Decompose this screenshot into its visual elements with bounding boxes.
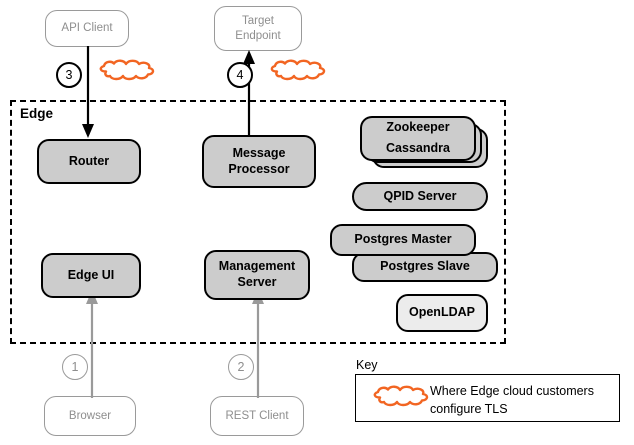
node-zookeeper[interactable]: Zookeeper — [360, 116, 476, 138]
arrow-rest-client-to-management-server — [252, 290, 264, 398]
flow-number-2-label: 2 — [237, 360, 245, 374]
legend-entry-line2: configure TLS — [430, 402, 508, 417]
flow-number-3: 3 — [56, 62, 82, 88]
node-browser-label: Browser — [68, 409, 112, 422]
node-message-processor-label-line2: Processor — [228, 161, 290, 176]
node-target-endpoint-label-line2: Endpoint — [235, 29, 281, 42]
edge-boundary-label: Edge — [20, 106, 54, 121]
flow-number-1: 1 — [62, 354, 88, 380]
key-title: Key — [356, 358, 378, 372]
node-rest-client-label: REST Client — [225, 409, 289, 422]
node-postgres-master[interactable]: Postgres Master — [330, 224, 476, 256]
node-message-processor-label-line1: Message — [232, 145, 286, 160]
node-management-server[interactable]: Management Server — [204, 250, 310, 300]
node-postgres-slave-label: Postgres Slave — [380, 259, 470, 274]
arrow-browser-to-edge-ui — [86, 290, 98, 398]
flow-number-2: 2 — [228, 354, 254, 380]
node-message-processor[interactable]: Message Processor — [202, 135, 316, 188]
node-openldap-label: OpenLDAP — [409, 305, 475, 320]
node-zookeeper-label: Zookeeper — [386, 120, 450, 135]
node-router[interactable]: Router — [37, 139, 141, 184]
node-edge-ui[interactable]: Edge UI — [41, 253, 141, 298]
node-postgres-master-label: Postgres Master — [354, 232, 452, 247]
node-qpid-server[interactable]: QPID Server — [352, 182, 488, 211]
node-api-client-label: API Client — [61, 22, 113, 35]
node-rest-client[interactable]: REST Client — [210, 396, 304, 436]
node-management-server-label-line2: Server — [237, 275, 277, 289]
arrow-api-client-to-router — [82, 46, 94, 138]
cloud-icon — [99, 59, 155, 81]
legend-entry-text: Where Edge cloud customers configure TLS — [430, 382, 616, 418]
node-edge-ui-label: Edge UI — [67, 267, 115, 282]
node-management-server-label-line1: Management — [218, 259, 296, 274]
cloud-icon — [270, 59, 326, 81]
node-postgres-slave[interactable]: Postgres Slave — [352, 252, 498, 282]
node-target-endpoint-label-line1: Target — [242, 15, 274, 28]
node-browser[interactable]: Browser — [44, 396, 136, 436]
node-cassandra[interactable]: Cassandra — [360, 138, 476, 161]
node-api-client[interactable]: API Client — [45, 10, 129, 47]
legend-entry-line1: Where Edge cloud customers — [430, 384, 594, 398]
node-cassandra-label: Cassandra — [386, 140, 450, 155]
flow-number-4-label: 4 — [236, 68, 244, 82]
node-router-label: Router — [68, 153, 110, 168]
flow-number-3-label: 3 — [65, 68, 73, 82]
flow-number-1-label: 1 — [71, 360, 79, 374]
node-qpid-server-label: QPID Server — [383, 188, 457, 203]
node-openldap[interactable]: OpenLDAP — [396, 294, 488, 332]
node-target-endpoint[interactable]: Target Endpoint — [214, 6, 302, 51]
flow-number-4: 4 — [227, 62, 253, 88]
cloud-icon — [373, 385, 429, 407]
legend-box — [355, 374, 620, 422]
